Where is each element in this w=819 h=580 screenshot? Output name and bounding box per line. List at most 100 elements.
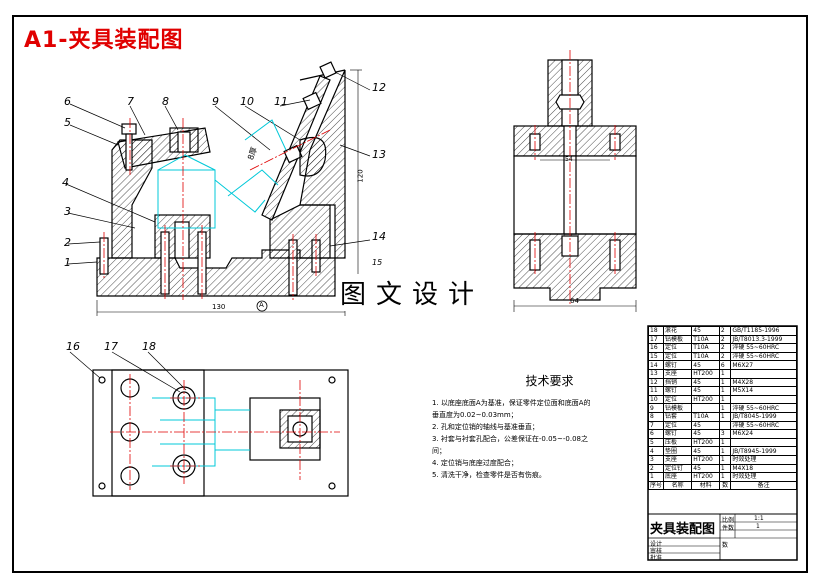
bom-cell: JB/T8013.3-1999 — [730, 334, 797, 345]
part-label-18: 18 — [142, 340, 156, 353]
bom-cell: M6X27 — [730, 360, 797, 370]
part-label-8: 8 — [162, 95, 169, 108]
bom-cell: T10A — [691, 343, 720, 353]
front-view — [65, 61, 371, 316]
bom-cell: HT200 — [691, 437, 720, 448]
bom-cell: 定位 — [663, 351, 693, 362]
bom-cell: 14 — [647, 360, 665, 370]
part-label-1: 1 — [64, 256, 71, 269]
bom-cell: 定位钉 — [663, 463, 693, 474]
top-view — [69, 351, 349, 497]
part-label-9: 9 — [212, 95, 219, 108]
bom-cell — [730, 394, 797, 405]
part-label-3: 3 — [64, 205, 71, 218]
bom-cell: 滚花 — [663, 326, 693, 336]
bom-cell: 2 — [718, 343, 732, 353]
bom-cell: 2 — [718, 334, 732, 345]
part-label-2: 2 — [64, 236, 71, 249]
bom-cell: 螺钉 — [663, 429, 693, 439]
approver-label: 批准 — [650, 555, 663, 562]
bom-cell: 45 — [691, 360, 720, 370]
bom-cell: 压板 — [663, 437, 693, 448]
bom-cell: 螺钉 — [663, 360, 693, 370]
bom-cell — [730, 368, 797, 379]
part-label-17: 17 — [104, 340, 118, 353]
bom-cell: 18 — [647, 326, 665, 336]
bom-cell: 底座 — [663, 472, 693, 482]
part-label-14: 14 — [372, 230, 386, 243]
bom-cell: 13 — [647, 368, 665, 379]
bom-cell: 6 — [718, 360, 732, 370]
bom-cell: 10 — [647, 394, 665, 405]
part-label-10: 10 — [240, 95, 254, 108]
bom-cell: 15 — [647, 351, 665, 362]
tech-requirements-heading: 技术要求 — [525, 374, 574, 388]
bom-cell: HT200 — [691, 368, 720, 379]
bom-cell: 挡销 — [663, 377, 693, 388]
part-label-13: 13 — [372, 148, 386, 161]
bom-cell: 45 — [691, 386, 720, 396]
bom-cell: 1 — [718, 368, 732, 379]
title-block: 夹具装配图 比例 1:1 件数 1 数 设计 审核 批准 — [648, 514, 797, 562]
bom-cell: M4X28 — [730, 377, 797, 388]
bom-cell: GB/T1185-1996 — [730, 326, 797, 336]
part-label-11: 11 — [274, 95, 288, 108]
tech-item: 1. 以底座底面A为基准，保证零件定位面和底面A的 — [432, 399, 591, 407]
bom-cell: 9 — [647, 403, 665, 413]
bom-cell: 淬硬 55~60HRC — [730, 351, 797, 362]
bom-cell: 定位 — [663, 394, 693, 405]
bom-cell: T10A — [691, 351, 720, 362]
tech-item: 2. 孔和定位销的轴线与基准垂直； — [432, 423, 539, 431]
side-view — [513, 59, 637, 312]
bom-cell: 45 — [691, 326, 720, 336]
tech-item: 3. 衬套与衬套孔配合，公差保证在-0.05~-0.08之 — [432, 435, 588, 443]
bom-cell — [730, 437, 797, 448]
part-label-6: 6 — [64, 95, 71, 108]
tech-item: 间； — [432, 447, 446, 455]
bom-cell: 45 — [691, 429, 720, 439]
bom-cell: 定位 — [663, 420, 693, 431]
bom-cell: 8 — [647, 411, 665, 422]
part-label-16: 16 — [66, 340, 80, 353]
front-view-hidden-lines — [157, 119, 287, 229]
part-label-4: 4 — [62, 176, 69, 189]
bom-cell: 16 — [647, 343, 665, 353]
bom-cell: HT200 — [691, 472, 720, 482]
front-view-centerlines — [103, 118, 331, 300]
bom-cell: 垫圈 — [663, 446, 693, 456]
bom-header-cell: 序号 — [647, 480, 665, 491]
bom-cell: 钻套 — [663, 411, 693, 422]
bom-cell: 2 — [718, 351, 732, 362]
bom-cell: 淬硬 55~60HRC — [730, 420, 797, 431]
title-block-name: 夹具装配图 — [650, 522, 716, 537]
tech-item: 5. 清洗干净，检查零件是否有伤痕。 — [432, 471, 546, 479]
bom-cell: JB/T8045-1999 — [730, 411, 797, 422]
bom-cell: 时效处理 — [730, 472, 797, 482]
bom-cell: M5X14 — [730, 386, 797, 396]
sheet-border — [12, 15, 808, 573]
bom-cell: HT200 — [691, 394, 720, 405]
bom-cell: T10A — [691, 411, 720, 422]
part-label-5: 5 — [64, 116, 71, 129]
bom-cell: 淬硬 55~60HRC — [730, 403, 797, 413]
bom-cell: 1 — [718, 377, 732, 388]
bom-cell: 6 — [647, 429, 665, 439]
bom-cell: 3 — [718, 429, 732, 439]
top-view-centerlines — [110, 374, 340, 490]
bom-cell: 45 — [691, 420, 720, 431]
designer-label: 设计 — [650, 541, 663, 548]
bom-cell: 1 — [718, 463, 732, 474]
